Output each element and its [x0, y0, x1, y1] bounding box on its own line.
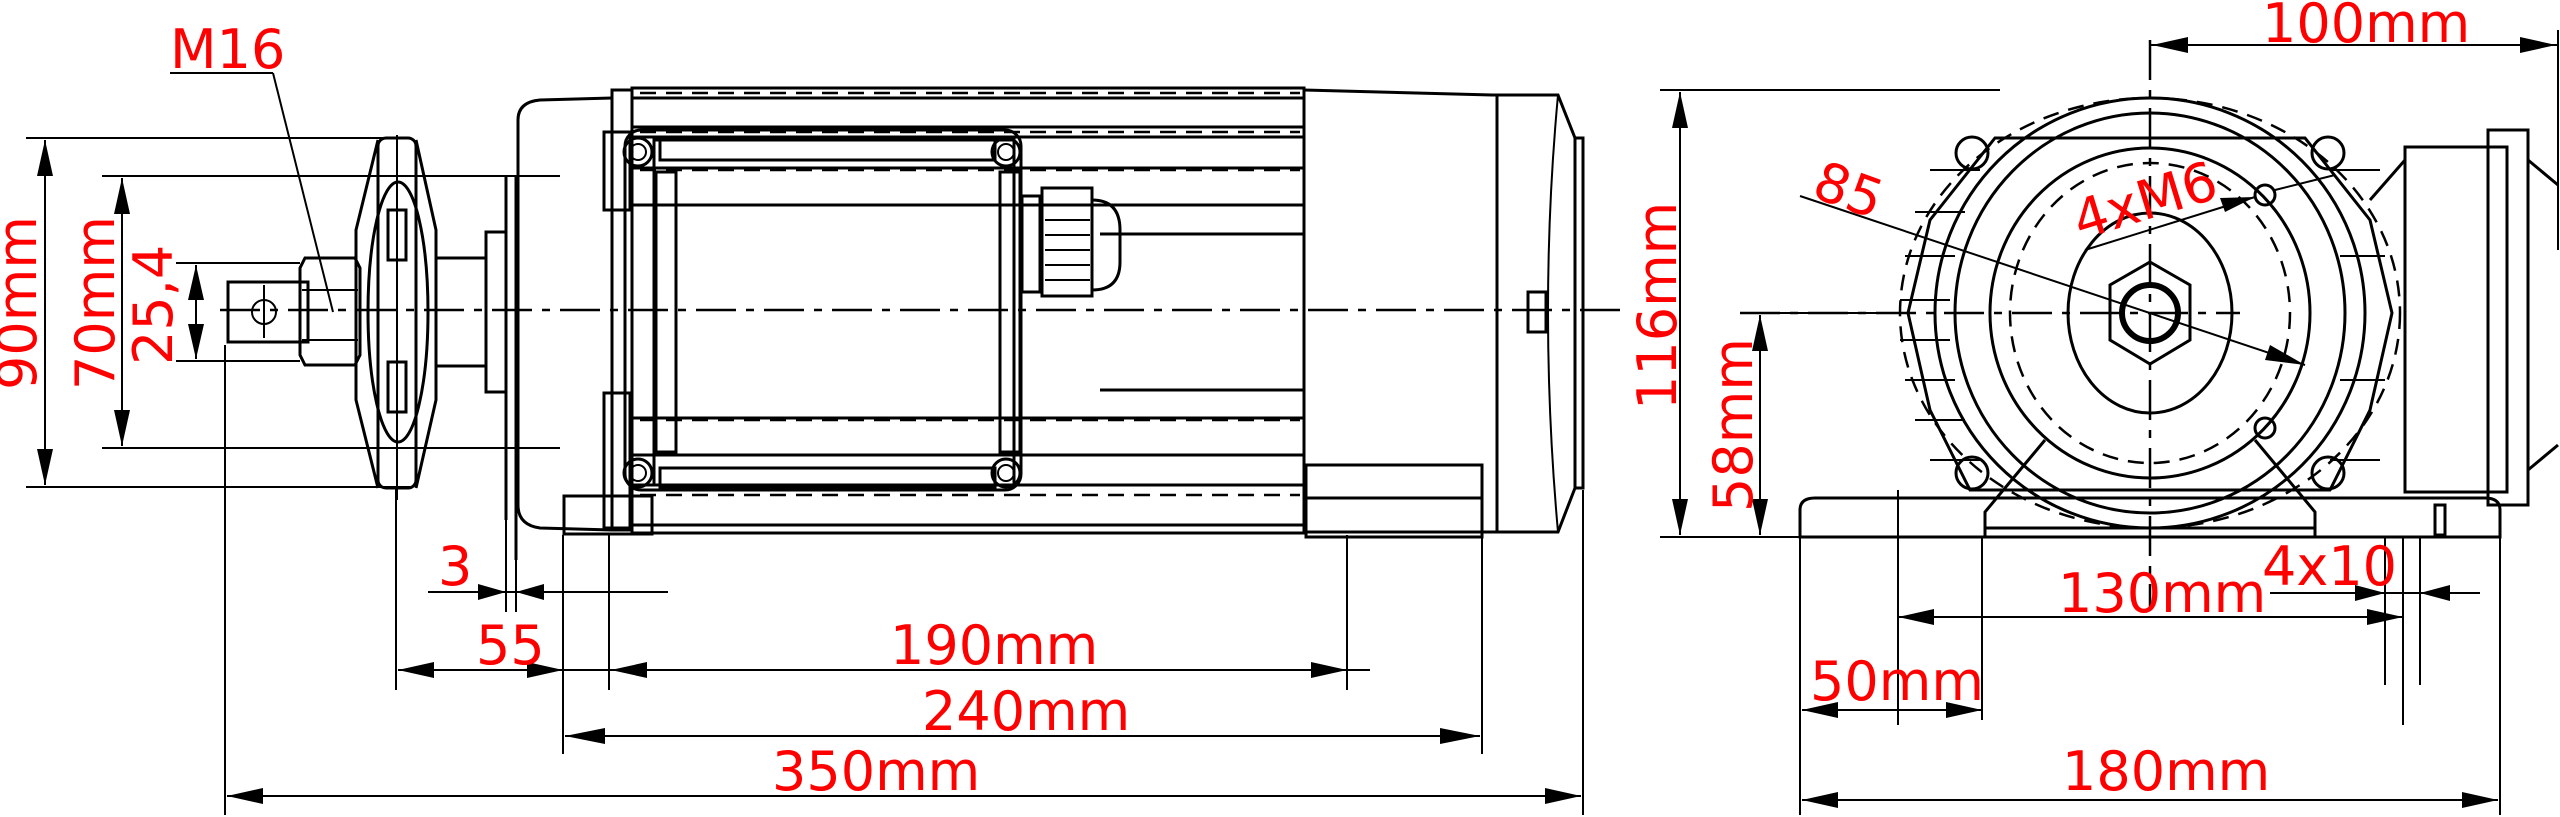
front-bolt-upper	[602, 130, 632, 212]
shaft-end-icon	[2119, 282, 2181, 344]
label-180mm: 180mm	[2062, 740, 2270, 803]
label-3: 3	[438, 535, 472, 598]
label-55: 55	[476, 614, 545, 677]
side-view	[220, 86, 1620, 560]
label-4xm6: 4xM6	[2065, 149, 2224, 252]
end-view	[1740, 40, 2559, 610]
label-90mm: 90mm	[0, 216, 49, 390]
label-350mm: 350mm	[772, 740, 980, 803]
label-100mm: 100mm	[2262, 0, 2470, 55]
label-4x10: 4x10	[2262, 535, 2397, 598]
motor-housing	[630, 86, 1306, 535]
foot-slot	[2433, 503, 2447, 537]
bearing-shoulder	[484, 230, 508, 394]
m6-hole-lower	[2253, 416, 2277, 440]
front-foot	[562, 494, 654, 536]
label-58mm: 58mm	[1702, 338, 1765, 512]
end-dimensions	[1660, 30, 2559, 815]
corner-bolt-icons	[1954, 135, 2346, 491]
dimension-labels: M16 90mm 70mm 25,4 3 55 190mm 240mm 350m…	[0, 0, 2470, 803]
bearing-boss	[434, 256, 488, 368]
fan-cover-clip	[1526, 290, 1548, 334]
label-190mm: 190mm	[890, 614, 1098, 677]
label-85: 85	[1806, 149, 1892, 232]
label-240mm: 240mm	[922, 680, 1130, 743]
label-m16: M16	[170, 18, 285, 81]
shaft-hex-nut	[2108, 260, 2192, 366]
terminal-box	[622, 128, 1023, 492]
rear-foot	[1304, 463, 1484, 539]
end-terminal-box	[2403, 145, 2509, 494]
m6-hole-upper	[2253, 183, 2277, 207]
shaft-body	[226, 280, 310, 344]
label-50mm: 50mm	[1810, 650, 1984, 713]
cooling-fins	[1900, 169, 2385, 461]
flange-wheel	[354, 135, 438, 500]
side-dimensions	[26, 72, 1584, 815]
fan-cover	[1303, 88, 1585, 534]
label-130mm: 130mm	[2058, 562, 2266, 625]
terminal-screw-icons	[622, 136, 1022, 489]
front-end-shield	[516, 96, 613, 532]
label-70mm: 70mm	[64, 216, 127, 390]
label-25-4: 25,4	[122, 245, 185, 365]
shaft	[226, 256, 362, 367]
end-base	[1798, 496, 2502, 539]
label-116mm: 116mm	[1626, 202, 1689, 410]
cable-gland	[1020, 186, 1122, 298]
